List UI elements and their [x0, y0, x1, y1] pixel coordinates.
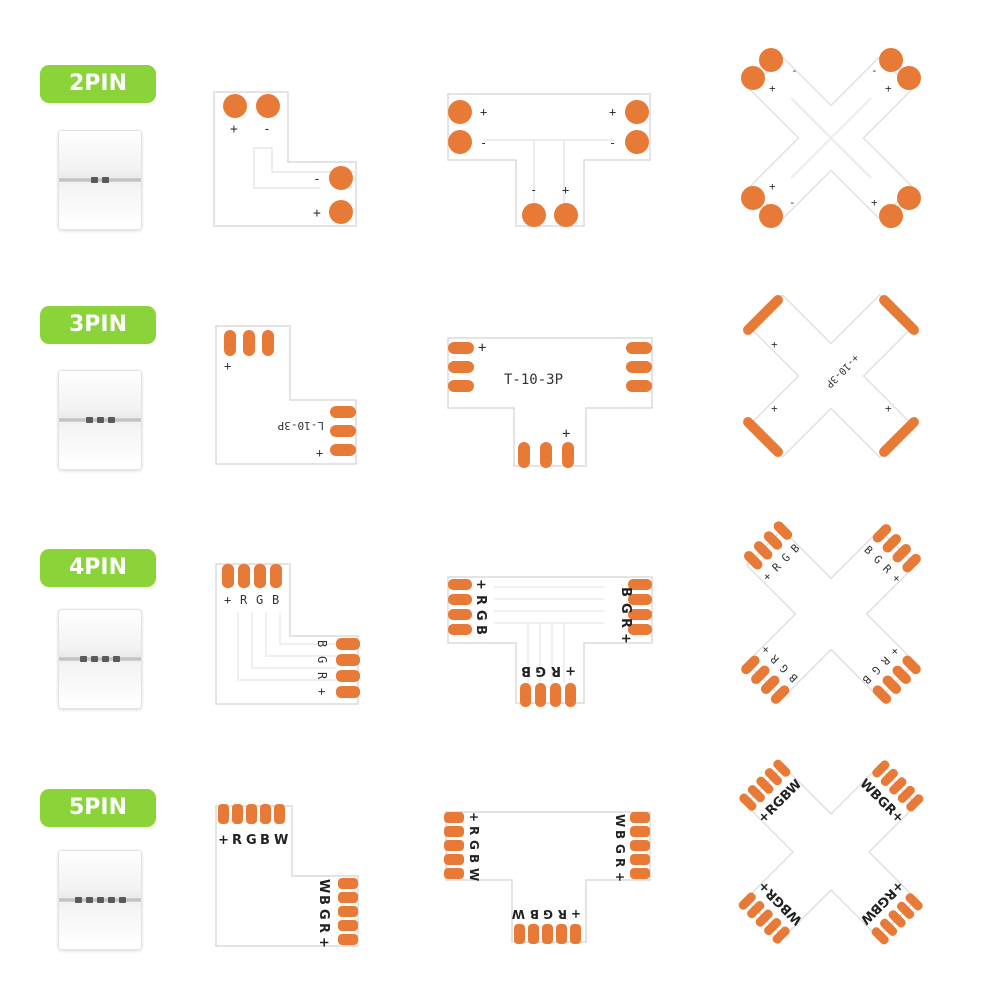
svg-text:G: G [613, 844, 627, 854]
svg-text:R: R [316, 923, 331, 933]
svg-text:G: G [473, 610, 488, 621]
svg-text:B: B [316, 895, 331, 905]
svg-text:W: W [467, 868, 481, 881]
svg-text:R: R [315, 672, 329, 680]
l-connector-4pin: + R G B B G R + [215, 563, 360, 705]
l5-label-plus: + [218, 833, 229, 848]
t-label-bottom-plus: + [562, 183, 569, 197]
svg-text:B: B [315, 640, 329, 647]
t-connector-4pin: + R G B B G R + + R G B [447, 576, 653, 707]
svg-text:B: B [467, 854, 481, 863]
svg-text:+: + [467, 812, 481, 822]
l4-label-plus: + [224, 593, 231, 607]
svg-text:+: + [565, 663, 576, 678]
l5-label-b: B [260, 833, 270, 848]
l-label-minus-2: - [313, 172, 321, 187]
badge-2pin: 2PIN [40, 65, 156, 103]
svg-text:+: + [885, 402, 892, 415]
l-connector-3pin: + + L-10-3P [215, 325, 357, 465]
t3-model-text: T-10-3P [504, 372, 563, 388]
t3-plus-left: + [478, 340, 486, 356]
l-label-minus: - [263, 122, 271, 137]
svg-text:+: + [771, 338, 778, 351]
x-connector-5pin: +RGBW WBGR+ +RGBW WBGR+ [738, 759, 924, 945]
l5-label-w: W [274, 833, 288, 848]
svg-text:+: + [769, 180, 776, 193]
svg-text:R: R [551, 663, 561, 678]
badge-4pin: 4PIN [40, 549, 156, 587]
l-label-plus-2: + [313, 206, 321, 221]
svg-text:R: R [613, 858, 627, 867]
l3-model-text: L-10-3P [277, 419, 324, 432]
svg-text:G: G [618, 603, 633, 614]
svg-text:G: G [316, 909, 331, 920]
svg-text:R: R [467, 826, 481, 835]
badge-5pin: 5PIN [40, 789, 156, 827]
l5-label-r: R [232, 833, 242, 848]
svg-text:B: B [618, 587, 633, 597]
svg-text:B: B [613, 830, 627, 839]
l4-label-g: G [256, 593, 263, 607]
connector-plug-2pin [58, 130, 142, 230]
svg-text:+: + [771, 402, 778, 415]
svg-text:B: B [530, 907, 539, 921]
svg-text:+: + [473, 579, 488, 590]
svg-text:+: + [316, 937, 331, 948]
svg-text:+: + [618, 633, 633, 644]
l3-plus-top: + [224, 359, 231, 373]
l5-label-g: G [246, 833, 257, 848]
svg-text:B: B [473, 625, 488, 635]
l3-plus-right: + [316, 446, 323, 460]
svg-text:+: + [571, 907, 581, 921]
t-connector-5pin: + R G B W W B G R + + R G B W [444, 811, 651, 944]
svg-text:R: R [473, 595, 488, 605]
t-connector-2pin: + - + - - + [447, 93, 651, 227]
t-connector-3pin: + + T-10-3P [447, 337, 653, 468]
t-label-right-minus: - [609, 136, 616, 150]
svg-text:-: - [789, 196, 796, 209]
svg-text:+: + [613, 872, 627, 882]
svg-text:W: W [613, 814, 627, 827]
connector-plug-5pin [58, 850, 142, 950]
t-label-left-plus: + [480, 105, 487, 119]
svg-text:+: + [769, 82, 776, 95]
svg-text:R: R [558, 907, 567, 921]
t-label-left-minus: - [480, 136, 487, 150]
svg-text:-: - [871, 64, 878, 77]
svg-text:G: G [467, 840, 481, 850]
l-connector-2pin: + - - + [213, 91, 357, 227]
t3-plus-bottom: + [562, 426, 570, 442]
svg-text:G: G [315, 656, 329, 663]
svg-text:G: G [535, 663, 546, 678]
connector-plug-3pin [58, 370, 142, 470]
svg-text:+: + [871, 196, 878, 209]
svg-text:B: B [521, 663, 531, 678]
svg-text:-: - [791, 64, 798, 77]
x-connector-4pin: + R G B B G R + + R G B B G R + [741, 521, 921, 704]
l4-label-b: B [272, 593, 279, 607]
svg-text:+: + [885, 82, 892, 95]
x-connector-3pin: + + + +-10-3P [743, 293, 919, 459]
svg-text:+: + [315, 688, 329, 695]
svg-text:W: W [512, 907, 525, 921]
l-connector-5pin: + R G B W W B G R + [215, 804, 359, 948]
x-connector-2pin: + - - + + - + [741, 48, 921, 228]
t-label-bottom-minus: - [530, 183, 537, 197]
svg-text:G: G [543, 907, 553, 921]
svg-text:R: R [618, 618, 633, 628]
l-label-plus: + [230, 122, 238, 137]
t-label-right-plus: + [609, 105, 616, 119]
connector-plug-4pin [58, 609, 142, 709]
badge-3pin: 3PIN [40, 306, 156, 344]
l4-label-r: R [240, 593, 248, 607]
svg-text:W: W [316, 879, 331, 893]
